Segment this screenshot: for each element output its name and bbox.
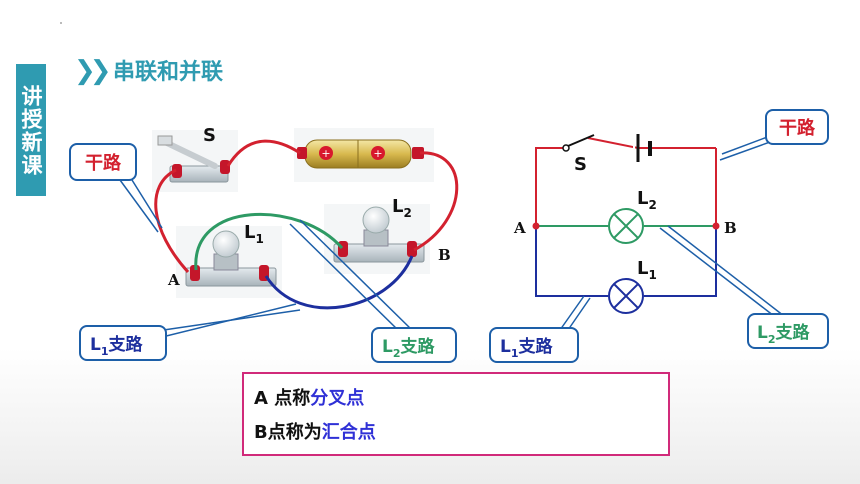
schematic-battery xyxy=(633,134,652,162)
callout-l1-right: L1支路 xyxy=(489,295,591,363)
bulb2-label: L2 xyxy=(392,196,412,220)
schematic-callout-l2-text: L2支路 xyxy=(757,322,810,346)
definition-box: A 点称分叉点 B点称为汇合点 xyxy=(242,372,670,456)
schematic-l2-label: L2 xyxy=(637,188,657,212)
physical-circuit: + + S L1 L2 A xyxy=(69,125,459,363)
battery-pack: + + xyxy=(294,128,434,182)
callout-l2-text: L2支路 xyxy=(382,336,435,360)
section-title: 串联和并联 xyxy=(113,60,224,85)
schematic-circuit: S L2 L1 A B 干路 L1支路 L2支路 xyxy=(489,109,829,363)
callout-trunk-left: 干路 xyxy=(69,143,163,233)
trunk-wire-right xyxy=(413,151,459,252)
callout-l1-left: L1支路 xyxy=(79,303,301,361)
schematic-callout-l1-text: L1支路 xyxy=(500,336,553,360)
schematic-lamp-l2 xyxy=(608,208,644,244)
trunk-wire-top xyxy=(226,139,301,167)
node-a xyxy=(532,222,540,230)
definition-b: B点称为汇合点 xyxy=(254,422,376,443)
svg-text:+: + xyxy=(373,147,382,160)
decor-dot xyxy=(60,22,62,24)
svg-text:干路: 干路 xyxy=(779,117,816,139)
branch-wire-l2 xyxy=(194,212,344,271)
switch-label: S xyxy=(203,125,216,146)
schematic-switch-label: S xyxy=(574,154,587,175)
bulb-holder-l2 xyxy=(324,204,430,274)
bulb-holder-l1 xyxy=(176,226,282,298)
branch-wire-l1 xyxy=(264,255,414,310)
schematic-l1-label: L1 xyxy=(637,258,657,282)
callout-l2-right: L2支路 xyxy=(659,225,829,349)
schematic-lamp-l1 xyxy=(608,278,644,314)
callout-l2-left: L2支路 xyxy=(289,219,457,363)
trunk-wire-left xyxy=(154,168,190,274)
definition-a: A 点称分叉点 xyxy=(254,388,365,409)
callout-trunk-right: 干路 xyxy=(719,109,829,161)
point-b-label: B xyxy=(438,246,451,264)
point-a-label: A xyxy=(167,271,180,289)
svg-text:干路: 干路 xyxy=(85,152,122,174)
double-chevron-icon: ❯❯ xyxy=(74,56,111,86)
schematic-point-b: B xyxy=(724,219,737,237)
schematic-point-a: A xyxy=(513,219,526,237)
side-tab: 讲授新课 xyxy=(16,64,46,196)
bulb1-label: L1 xyxy=(244,222,264,246)
node-b xyxy=(712,222,720,230)
svg-text:+: + xyxy=(321,147,330,160)
schematic-switch xyxy=(562,134,595,152)
callout-l1-text: L1支路 xyxy=(90,334,143,358)
knife-switch xyxy=(152,130,238,192)
